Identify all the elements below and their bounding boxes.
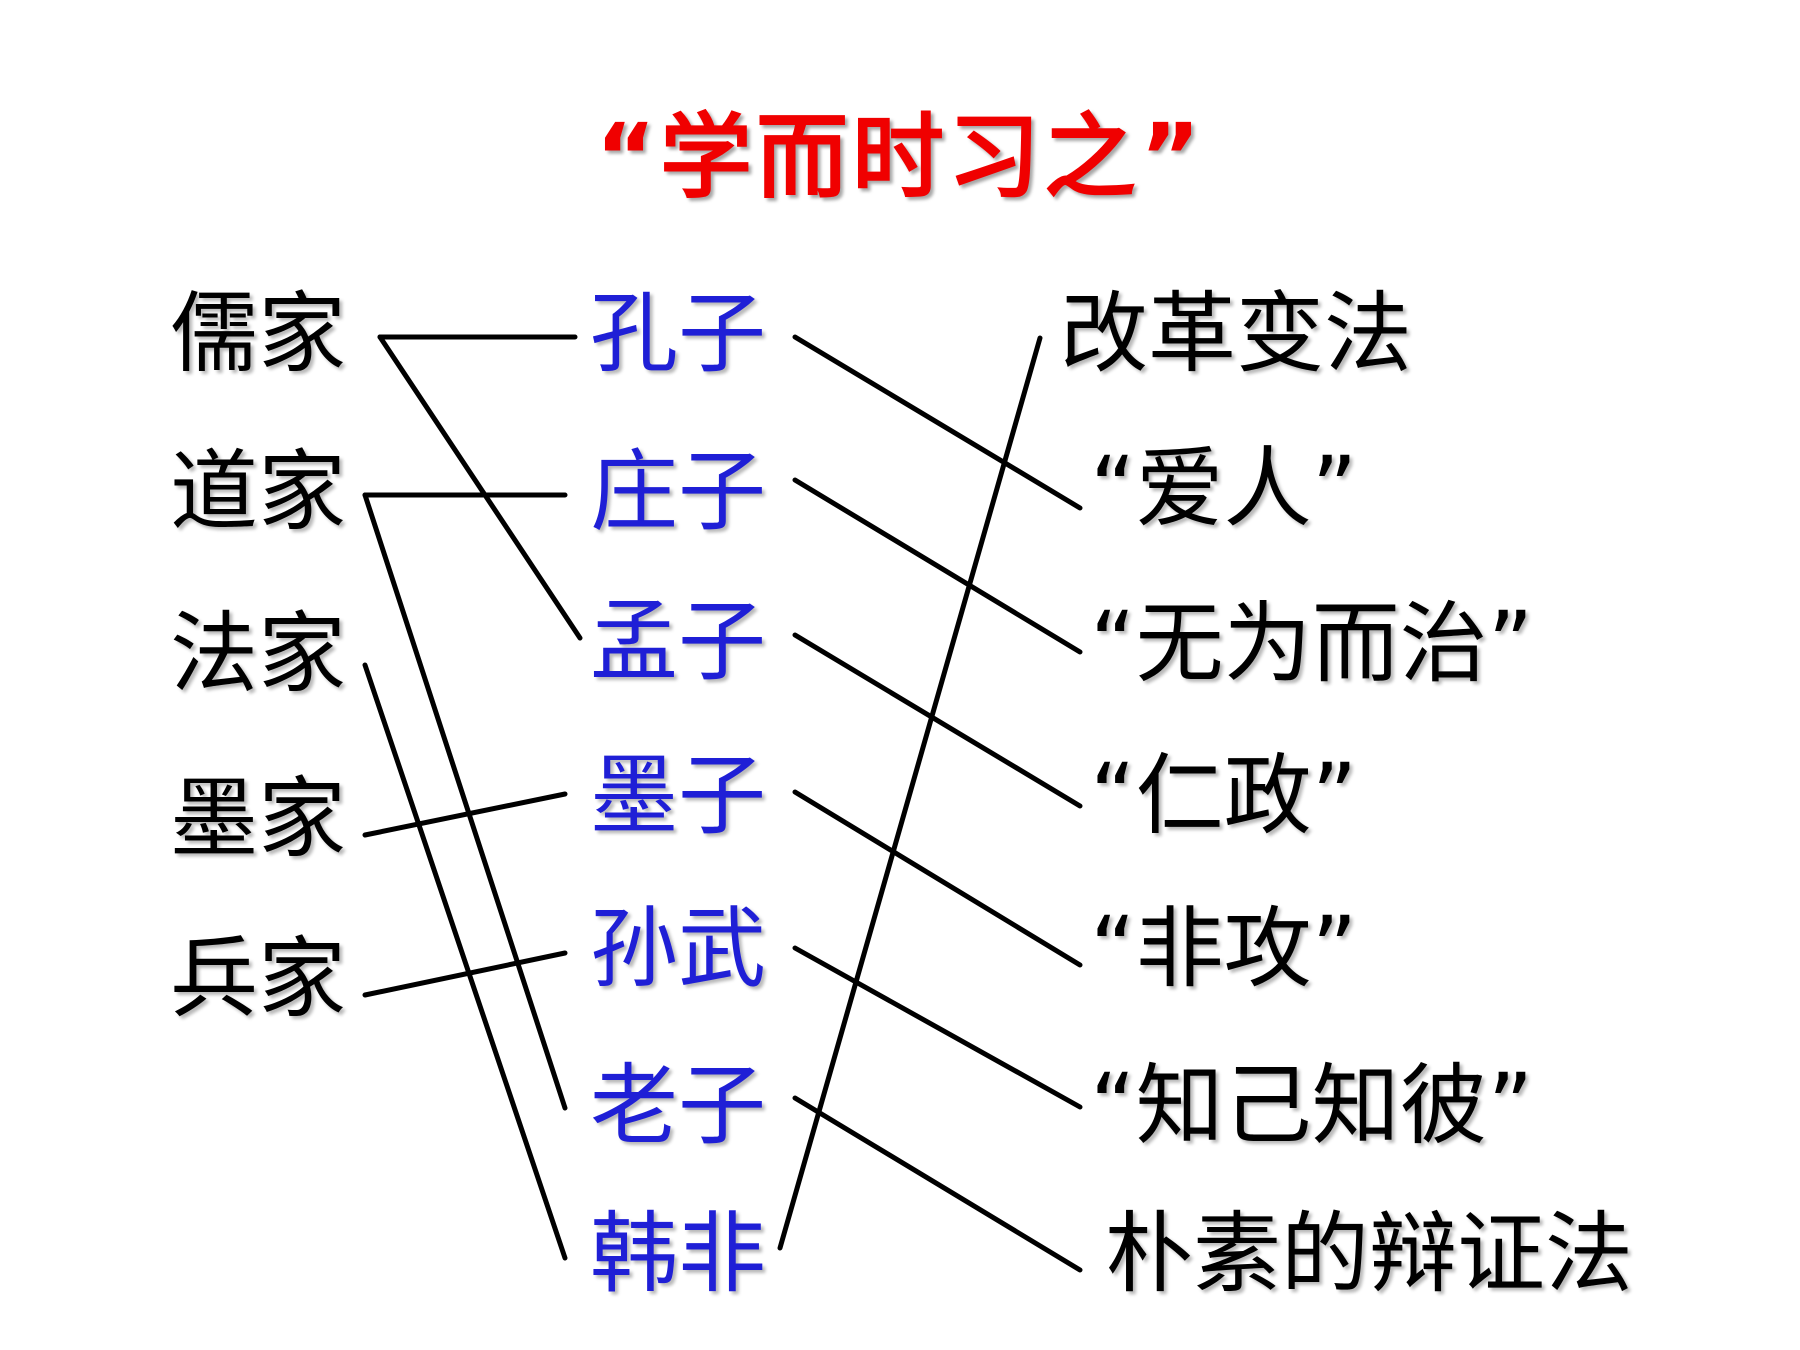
idea-label: “爱人” <box>1090 437 1358 540</box>
thinker-idea-link <box>792 945 1083 1110</box>
thinker-idea-link <box>792 789 1083 968</box>
school-label: 兵家 <box>170 927 347 1030</box>
thinker-label: 庄子 <box>590 440 767 543</box>
school-label: 儒家 <box>170 282 347 385</box>
school-thinker-link <box>377 334 583 641</box>
thinker-idea-link <box>792 1095 1083 1273</box>
school-label: 道家 <box>170 440 347 543</box>
idea-label: “非攻” <box>1090 897 1358 1000</box>
thinker-idea-link <box>777 335 1043 1251</box>
idea-label: “知己知彼” <box>1090 1054 1534 1157</box>
page-title: “学而时习之” <box>595 104 1205 211</box>
idea-label: “无为而治” <box>1090 592 1534 695</box>
idea-label: 朴素的辩证法 <box>1105 1202 1634 1305</box>
thinker-label: 孟子 <box>590 590 767 693</box>
thinker-idea-link <box>792 334 1083 511</box>
thinker-label: 老子 <box>590 1054 767 1157</box>
school-thinker-link <box>362 662 568 1261</box>
thinker-label: 孙武 <box>590 897 767 1000</box>
idea-label: 改革变法 <box>1060 282 1413 385</box>
school-thinker-link <box>362 791 568 838</box>
thinker-label: 韩非 <box>590 1202 767 1305</box>
thinker-label: 墨子 <box>590 744 767 847</box>
thinker-idea-link <box>792 632 1083 809</box>
thinker-label: 孔子 <box>590 282 767 385</box>
thinker-idea-link <box>792 477 1083 655</box>
school-thinker-link <box>362 950 568 998</box>
school-thinker-link <box>362 492 568 1111</box>
idea-label: “仁政” <box>1090 744 1358 847</box>
school-label: 法家 <box>170 602 347 705</box>
school-label: 墨家 <box>170 767 347 870</box>
